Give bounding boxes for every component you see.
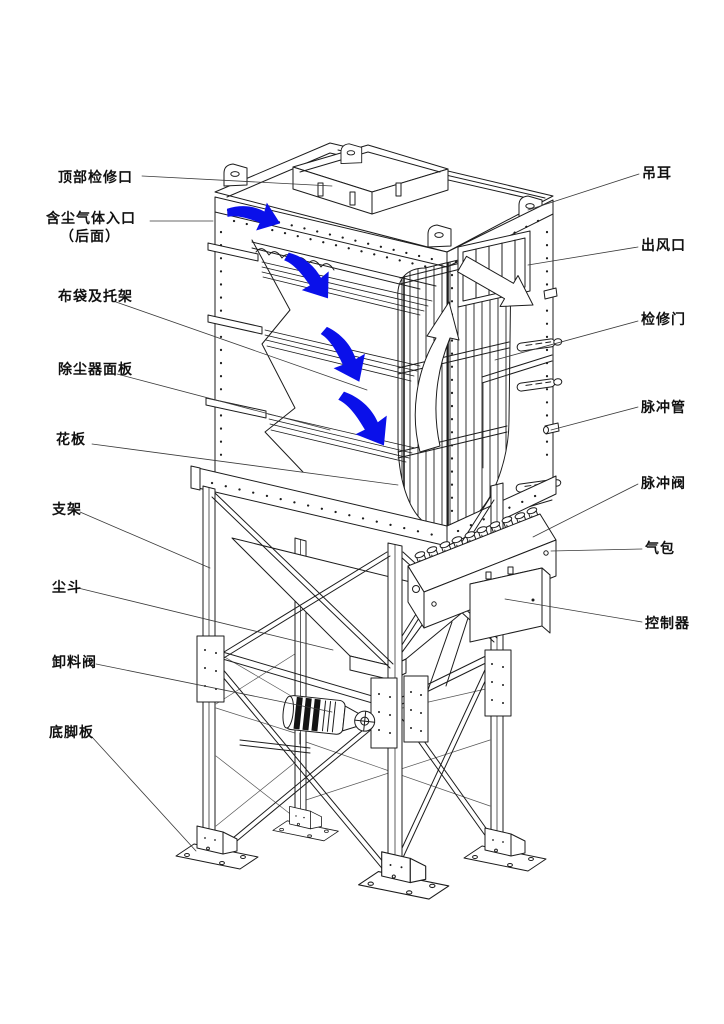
label-dusty-gas-inlet-line2: （后面）	[60, 228, 120, 244]
label-bag-and-cage: 布袋及托架	[58, 288, 133, 304]
label-controller: 控制器	[645, 615, 690, 631]
gusset-plate	[196, 635, 225, 703]
label-pulse-valve: 脉冲阀	[641, 475, 686, 491]
access-door-fittings	[481, 287, 563, 511]
base-plate-foot	[272, 806, 339, 842]
label-pulse-pipe: 脉冲管	[641, 399, 686, 415]
roof-assembly	[214, 142, 554, 253]
label-lifting-lug: 吊耳	[642, 165, 672, 181]
controller-box	[469, 566, 551, 643]
lifting-lug-icon	[340, 143, 363, 165]
discharge-valve-assembly	[239, 695, 376, 754]
gusset-plates	[196, 635, 512, 749]
label-air-tank: 气包	[645, 540, 675, 556]
base-plate-foot	[358, 851, 450, 900]
label-dusty-gas-inlet-line1: 含尘气体入口	[46, 210, 136, 226]
label-discharge-valve: 卸料阀	[52, 654, 97, 670]
outlet-air-arrow	[457, 255, 534, 307]
pulse-cleaning-assembly	[407, 505, 557, 691]
lifting-lug-icon	[427, 224, 452, 248]
pulse-pipe-stub	[543, 422, 560, 435]
lifting-lug-icon	[223, 163, 248, 187]
clean-air-arrow	[414, 301, 460, 453]
label-collector-panel: 除尘器面板	[58, 361, 133, 377]
label-tube-sheet: 花板	[56, 431, 86, 447]
support-frame	[175, 482, 557, 900]
tube-plate-slats	[205, 242, 267, 419]
label-support-frame: 支架	[52, 501, 82, 517]
frame-braces-left	[208, 492, 397, 879]
label-dusty-gas-inlet: 含尘气体入口 （后面）	[46, 209, 136, 245]
gusset-plate	[370, 677, 398, 749]
gusset-plate	[484, 649, 512, 717]
leader-lines	[77, 173, 643, 852]
label-dust-hopper: 尘斗	[52, 579, 82, 595]
outlet-stub	[543, 287, 558, 300]
base-plate-foot	[463, 827, 547, 872]
base-plate-foot	[175, 825, 259, 870]
bag-support-bands	[397, 341, 510, 459]
label-air-outlet: 出风口	[641, 237, 686, 253]
label-top-access-port: 顶部检修口	[58, 169, 133, 185]
label-base-plate: 底脚板	[49, 724, 94, 740]
gusset-plate	[403, 675, 429, 743]
label-access-door: 检修门	[641, 311, 686, 327]
